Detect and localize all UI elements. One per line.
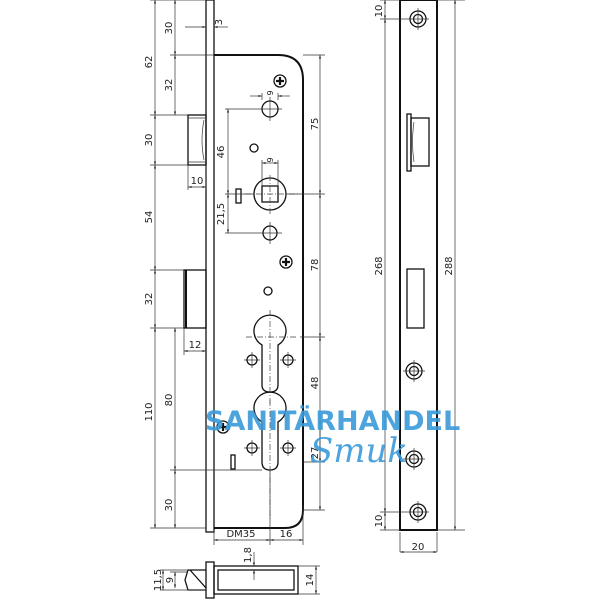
faceplate-screw-3-icon [403, 448, 425, 470]
dim-30-top: 30 [164, 22, 175, 35]
bottom-case-inner [217, 569, 295, 591]
bottom-latch [184, 569, 207, 591]
dim-54: 54 [144, 211, 155, 224]
bottom-case [213, 565, 299, 595]
dim-14: 14 [305, 574, 316, 587]
dim-48: 48 [310, 377, 321, 390]
dim-32-upper: 32 [164, 79, 175, 92]
watermark-line1: SANITÄRHANDEL [205, 405, 460, 437]
dim-12-bolt: 12 [189, 340, 202, 351]
front-view: 62 30 32 30 54 32 110 80 30 3 10 12 46 2… [144, 0, 325, 545]
dim-80: 80 [164, 394, 175, 407]
dim-27: 27 [310, 447, 321, 460]
dim-9-latch: 9 [165, 577, 176, 583]
dim-10-bottom: 10 [374, 515, 385, 528]
dimensions-right [286, 54, 325, 511]
dim-dm35: DM35 [226, 529, 255, 540]
bolt-window [406, 268, 425, 329]
dim-78: 78 [310, 259, 321, 272]
dim-75: 75 [310, 118, 321, 131]
dim-1-8: 1,8 [243, 547, 254, 563]
faceplate-strip [205, 0, 215, 533]
dead-bolt [183, 269, 207, 329]
dim-110: 110 [144, 402, 155, 421]
small-hole-1 [249, 143, 259, 153]
dim-10-top: 10 [374, 5, 385, 18]
dimensions-inner [213, 93, 304, 545]
dimensions-left [150, 0, 262, 529]
dim-11-5: 11,5 [153, 569, 164, 591]
latch-bolt [187, 114, 207, 166]
faceplate-screw-2-icon [403, 360, 425, 382]
bottom-view: 11,5 9 1,8 14 [153, 547, 320, 599]
dim-30-latch: 30 [144, 134, 155, 147]
screw-bottom-icon [216, 420, 230, 434]
faceplate [399, 0, 438, 531]
screw-mid-icon [279, 255, 293, 269]
bottom-slot [230, 454, 236, 470]
latch-window [406, 113, 430, 172]
dim-16: 16 [280, 529, 293, 540]
watermark: SANITÄRHANDEL Smuk [205, 405, 460, 471]
switch-slot [235, 188, 242, 204]
hole-mid [258, 222, 282, 244]
dim-268: 268 [374, 256, 385, 275]
dim-10-latch: 10 [191, 176, 204, 187]
follower-hub [245, 175, 300, 215]
dim-32-bolt: 32 [144, 293, 155, 306]
hole-top [258, 97, 282, 121]
watermark-line2: Smuk [310, 431, 408, 471]
dim-46: 46 [216, 146, 227, 159]
dim-288: 288 [444, 256, 455, 275]
dim-20: 20 [412, 542, 425, 553]
dim-9-hole: 9 [266, 90, 275, 95]
dim-3: 3 [214, 19, 225, 25]
bottom-faceplate [205, 561, 215, 599]
lock-case-body [214, 54, 304, 529]
dim-9-square: 9 [266, 157, 275, 162]
dim-30-bottom: 30 [164, 499, 175, 512]
cylinder-cutout-upper [244, 310, 296, 405]
screw-top-icon [273, 74, 287, 88]
small-hole-2 [263, 286, 273, 296]
faceplate-screw-4-icon [407, 501, 429, 523]
dim-21-5: 21,5 [216, 203, 227, 225]
faceplate-screw-1-icon [407, 8, 429, 30]
faceplate-view: 10 268 10 288 20 [374, 0, 465, 554]
dim-62: 62 [144, 56, 155, 69]
